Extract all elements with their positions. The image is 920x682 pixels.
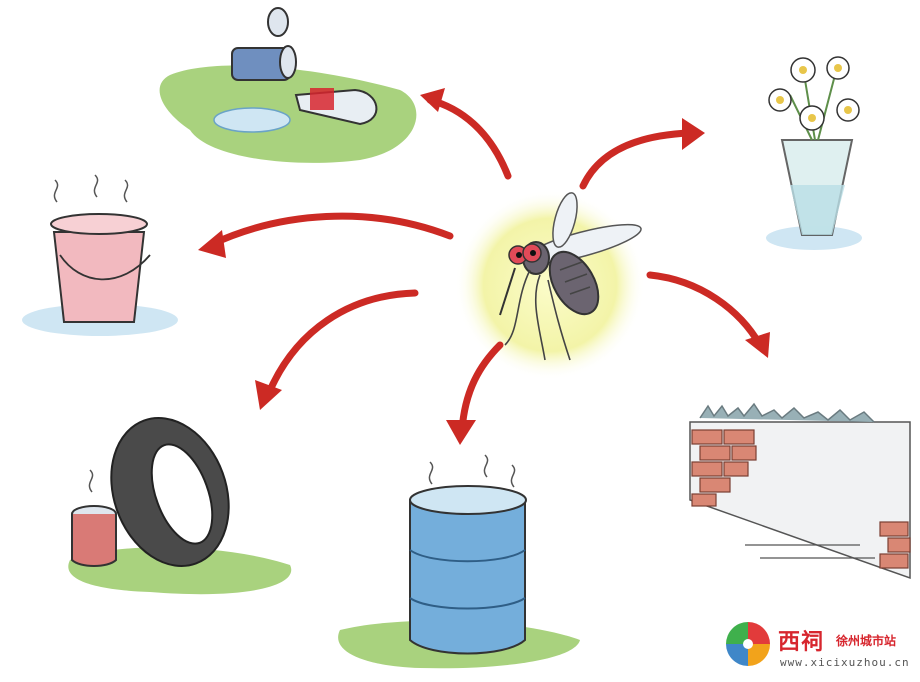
pinwheel-logo-icon	[726, 622, 770, 666]
arrow-to-cans	[426, 96, 512, 180]
watermark-url: www.xicixuzhou.cn	[780, 656, 910, 669]
arrow-to-wall	[646, 271, 764, 349]
arrowheads	[198, 88, 770, 445]
watermark-logo: 西祠 徐州城市站 www.xicixuzhou.cn	[720, 612, 916, 678]
arrow-to-vase	[579, 129, 694, 190]
barrel-icon	[338, 454, 580, 669]
arrow-to-bucket	[206, 212, 454, 249]
broken-wall-icon	[689, 402, 911, 580]
watermark-subtitle: 徐州城市站	[836, 634, 897, 648]
arrow-to-barrel	[458, 341, 504, 434]
mosquito	[455, 190, 645, 380]
watermark-brand: 西祠	[778, 630, 825, 655]
flower-vase-icon	[766, 56, 862, 250]
trash-cans-bottle-icon	[159, 7, 417, 163]
bucket-icon	[22, 174, 178, 336]
arrow-to-tire	[264, 289, 419, 399]
tire-icon	[68, 417, 292, 595]
